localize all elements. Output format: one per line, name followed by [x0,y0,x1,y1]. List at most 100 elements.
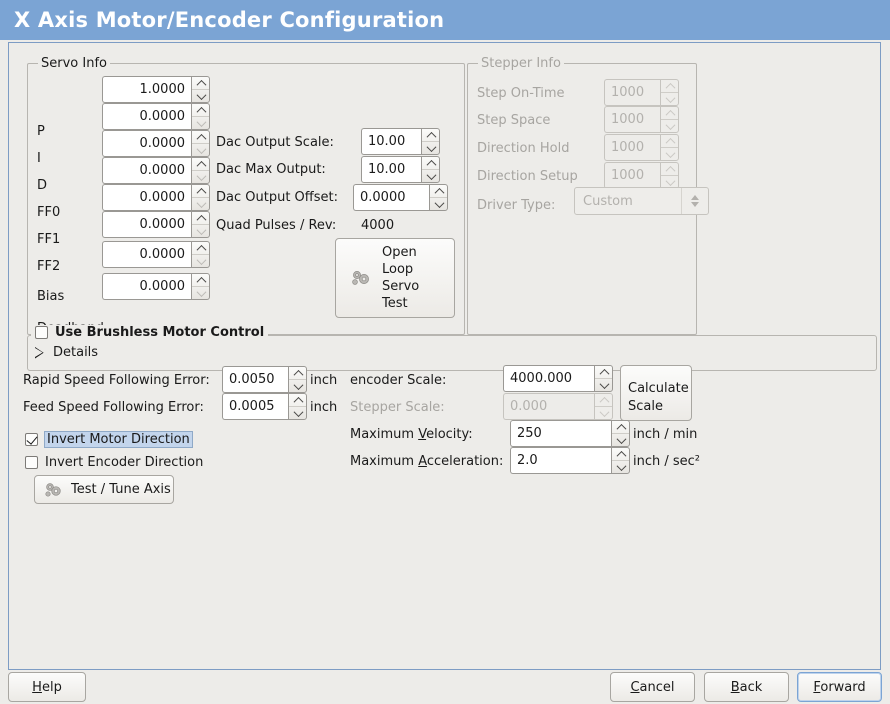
dac-output-scale-spin[interactable]: 10.00 [361,128,440,155]
stepper-scale-label: Stepper Scale: [350,400,445,415]
spin-up-icon[interactable] [192,212,209,225]
servo-spin-buttons-bias[interactable] [191,241,210,268]
checkbox-box[interactable] [35,326,48,339]
spin-up-icon[interactable] [192,104,209,117]
spin-buttons[interactable] [288,366,307,393]
back-button[interactable]: Back [704,672,789,702]
brushless-checkbox-wrap[interactable]: Use Brushless Motor Control [31,325,269,341]
feed-speed-following-error-value[interactable]: 0.0005 [222,393,288,420]
rapid-speed-unit: inch [310,373,338,388]
spin-down-icon[interactable] [422,142,439,154]
servo-value-ff0[interactable]: 0.0000 [102,157,191,184]
maximum-acceleration-value[interactable]: 2.0 [510,447,611,474]
help-button[interactable]: Help [8,672,86,702]
spin-down-icon[interactable] [289,407,306,419]
servo-spin-i[interactable]: 0.0000 [102,103,210,130]
cancel-button[interactable]: Cancel [610,672,695,702]
rapid-speed-following-error-value[interactable]: 0.0050 [222,366,288,393]
checkbox-box[interactable] [25,456,38,469]
spin-buttons[interactable] [611,447,630,474]
spin-down-icon[interactable] [612,434,629,446]
spin-up-icon[interactable] [430,185,447,198]
spin-down-icon[interactable] [595,379,612,391]
rapid-speed-following-error-spin[interactable]: 0.0050 [222,366,307,393]
spin-up-icon[interactable] [289,367,306,380]
servo-spin-p[interactable]: 1.0000 [102,76,210,103]
servo-value-i[interactable]: 0.0000 [102,103,191,130]
servo-value-ff1[interactable]: 0.0000 [102,184,191,211]
spin-up-icon[interactable] [595,366,612,379]
spin-down-icon [661,93,678,105]
servo-spin-buttons-d[interactable] [191,130,210,157]
spin-down-icon[interactable] [192,90,209,102]
spin-up-icon[interactable] [192,131,209,144]
details-expander[interactable]: Details [35,345,98,360]
spin-up-icon[interactable] [612,421,629,434]
spin-down-icon[interactable] [192,255,209,267]
servo-spin-buttons-ff0[interactable] [191,157,210,184]
spin-up-icon[interactable] [192,77,209,90]
spin-down-icon[interactable] [192,117,209,129]
servo-spin-buttons-i[interactable] [191,103,210,130]
use-brushless-motor-control-checkbox[interactable]: Use Brushless Motor Control [35,325,264,340]
spin-up-icon[interactable] [422,129,439,142]
servo-spin-ff0[interactable]: 0.0000 [102,157,210,184]
spin-buttons[interactable] [594,365,613,392]
spin-up-icon[interactable] [612,448,629,461]
spin-down-icon[interactable] [192,225,209,237]
servo-value-deadband[interactable]: 0.0000 [102,273,191,300]
dac-output-offset-spin[interactable]: 0.0000 [353,184,448,211]
servo-spin-buttons-deadband[interactable] [191,273,210,300]
spin-down-icon[interactable] [289,380,306,392]
checkbox-box[interactable] [25,433,38,446]
servo-spin-deadband[interactable]: 0.0000 [102,273,210,300]
calculate-scale-button[interactable]: Calculate Scale [620,365,692,421]
servo-value-ff2[interactable]: 0.0000 [102,211,191,238]
feed-speed-following-error-spin[interactable]: 0.0005 [222,393,307,420]
dac-max-output-value[interactable]: 10.00 [361,156,421,183]
servo-value-d[interactable]: 0.0000 [102,130,191,157]
open-loop-servo-test-button[interactable]: Open Loop Servo Test [335,238,455,318]
maximum-acceleration-spin[interactable]: 2.0 [510,447,630,474]
servo-value-p[interactable]: 1.0000 [102,76,191,103]
spin-buttons[interactable] [288,393,307,420]
test-tune-axis-button[interactable]: Test / Tune Axis [34,475,174,504]
servo-label-i: I [37,151,41,166]
spin-up-icon[interactable] [289,394,306,407]
spin-down-icon[interactable] [192,171,209,183]
spin-buttons[interactable] [421,128,440,155]
encoder-scale-spin[interactable]: 4000.000 [503,365,613,392]
servo-spin-buttons-ff2[interactable] [191,211,210,238]
spin-down-icon[interactable] [192,287,209,299]
spin-buttons[interactable] [421,156,440,183]
forward-button[interactable]: Forward [797,672,882,702]
spin-down-icon[interactable] [422,170,439,182]
servo-spin-buttons-p[interactable] [191,76,210,103]
spin-up-icon[interactable] [192,185,209,198]
spin-up-icon[interactable] [192,158,209,171]
servo-spin-ff1[interactable]: 0.0000 [102,184,210,211]
servo-spin-buttons-ff1[interactable] [191,184,210,211]
invert-encoder-direction-checkbox[interactable]: Invert Encoder Direction [25,455,203,470]
servo-value-bias[interactable]: 0.0000 [102,241,191,268]
dac-max-output-spin[interactable]: 10.00 [361,156,440,183]
encoder-scale-value[interactable]: 4000.000 [503,365,594,392]
servo-spin-bias[interactable]: 0.0000 [102,241,210,268]
servo-spin-ff2[interactable]: 0.0000 [102,211,210,238]
dac-output-scale-value[interactable]: 10.00 [361,128,421,155]
spin-up-icon[interactable] [192,242,209,255]
dac-output-offset-value[interactable]: 0.0000 [353,184,429,211]
spin-down-icon[interactable] [430,198,447,210]
maximum-velocity-value[interactable]: 250 [510,420,611,447]
invert-motor-direction-checkbox[interactable]: Invert Motor Direction [25,431,193,448]
spin-up-icon[interactable] [192,274,209,287]
spin-down-icon[interactable] [192,198,209,210]
chevron-right-icon[interactable] [35,347,44,359]
spin-down-icon[interactable] [612,461,629,473]
spin-up-icon[interactable] [422,157,439,170]
spin-buttons[interactable] [611,420,630,447]
spin-buttons[interactable] [429,184,448,211]
maximum-velocity-spin[interactable]: 250 [510,420,630,447]
servo-spin-d[interactable]: 0.0000 [102,130,210,157]
spin-down-icon[interactable] [192,144,209,156]
